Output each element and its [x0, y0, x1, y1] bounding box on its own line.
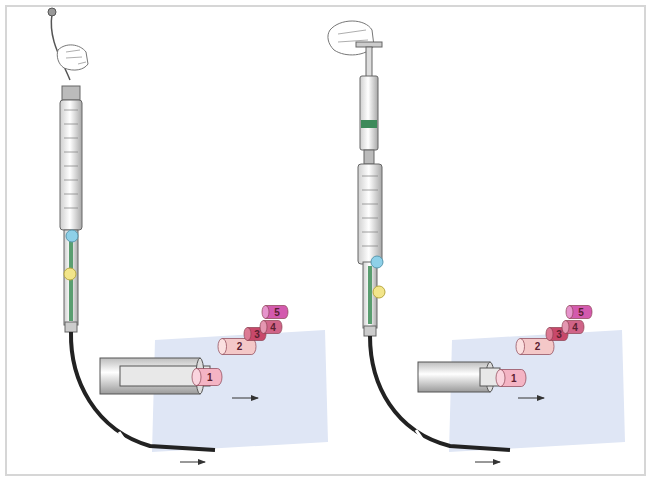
- callout-number: 2: [516, 338, 554, 355]
- catheter: [71, 332, 215, 450]
- direction-arrow: [180, 462, 205, 463]
- device-barrel: [60, 100, 82, 230]
- plunger-rod: [366, 47, 372, 77]
- barrel-marks: [362, 176, 378, 246]
- callout-number: 4: [260, 320, 282, 334]
- wire-ball: [48, 8, 56, 16]
- break-mark: [115, 432, 126, 444]
- band-cylinder: 4: [260, 320, 282, 334]
- band-cylinder: 4: [562, 320, 584, 334]
- break-mark: [412, 430, 423, 442]
- syringe-barrel: [360, 76, 378, 150]
- band-cylinder: 5: [262, 305, 288, 319]
- catheter: [370, 336, 510, 450]
- device-barrel: [358, 164, 382, 264]
- callout-number: 4: [562, 320, 584, 334]
- connector: [65, 322, 77, 332]
- frame: [6, 6, 645, 475]
- device-shaft: [64, 230, 78, 325]
- callout-number: 5: [262, 305, 288, 319]
- band-cylinder: 5: [566, 305, 592, 319]
- outer-tube: [418, 362, 490, 392]
- push-arrow: [232, 398, 258, 399]
- callout-number: 5: [566, 305, 592, 319]
- blue-marker: [66, 230, 78, 242]
- band-cylinder: 1: [496, 369, 526, 387]
- band-cylinder: 1: [192, 368, 222, 386]
- inner-tube: [120, 366, 210, 386]
- handle-cap: [62, 86, 80, 100]
- syringe-tip: [364, 150, 374, 164]
- hand-lines: [66, 50, 86, 64]
- yellow-marker: [373, 286, 385, 298]
- syringe-plunger: [361, 120, 377, 128]
- barrel-marks: [64, 110, 78, 208]
- push-arrow: [518, 398, 544, 399]
- connector: [364, 326, 376, 336]
- left-panel: [48, 8, 328, 462]
- hand-lines: [338, 30, 368, 42]
- shaft-inner: [368, 266, 372, 324]
- callout-number: 1: [192, 368, 222, 386]
- plunger-top: [356, 42, 382, 47]
- yellow-marker: [64, 268, 76, 280]
- band-cylinder: 2: [516, 338, 554, 355]
- blue-marker: [371, 256, 383, 268]
- direction-arrow: [475, 462, 500, 463]
- right-panel: [328, 21, 625, 462]
- hand: [57, 45, 88, 70]
- callout-number: 1: [496, 369, 526, 387]
